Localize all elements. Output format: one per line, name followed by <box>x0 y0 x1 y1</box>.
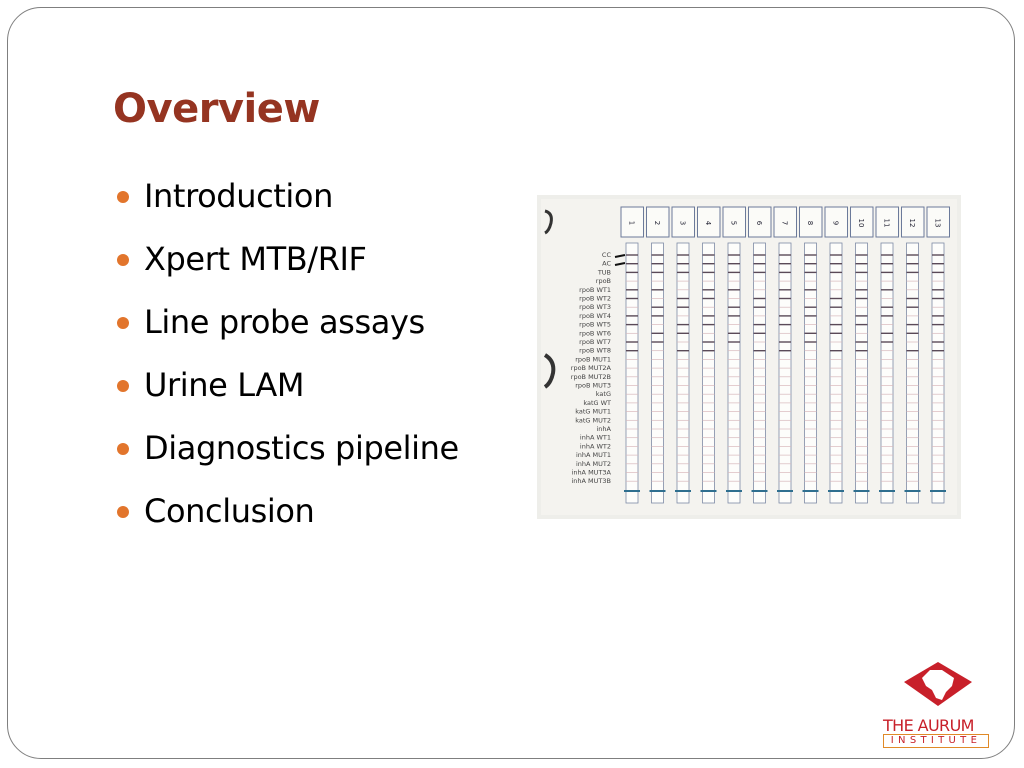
row-label: katG <box>596 390 611 398</box>
notch-mark-middle <box>543 353 556 389</box>
bullet-text: Line probe assays <box>144 303 425 341</box>
lane-header-box <box>824 206 848 238</box>
row-label: rpoB WT7 <box>579 338 611 346</box>
lane-header-box <box>697 206 721 238</box>
slide-title: Overview <box>113 86 320 132</box>
bullet-list: Introduction Xpert MTB/RIF Line probe as… <box>115 170 459 548</box>
row-label: katG WT <box>583 399 611 407</box>
lane-number: 2 <box>653 221 661 225</box>
row-label: rpoB <box>596 277 611 285</box>
lane-number: 5 <box>729 221 737 225</box>
row-label: TUB <box>597 268 611 276</box>
bullet-dot-icon <box>117 443 129 455</box>
lane-header-box <box>875 206 899 238</box>
arrow-markers <box>614 254 626 266</box>
lane-number: 6 <box>755 221 763 226</box>
bullet-text: Urine LAM <box>144 366 305 404</box>
row-label: inhA MUT3B <box>572 477 612 485</box>
bullet-dot-icon <box>117 317 129 329</box>
row-label: rpoB WT6 <box>579 329 611 337</box>
lane-number: 7 <box>780 221 788 225</box>
lane-number: 9 <box>831 221 839 225</box>
bullet-dot-icon <box>117 506 129 518</box>
row-label: rpoB WT2 <box>579 295 611 303</box>
africa-shape <box>922 670 954 700</box>
lane-number: 4 <box>704 221 712 226</box>
lane-number: 1 <box>627 221 635 225</box>
lane-number: 8 <box>806 221 814 225</box>
row-label: katG MUT1 <box>575 408 611 416</box>
row-label: rpoB MUT3 <box>575 382 611 390</box>
logo-subtitle: INSTITUTE <box>883 734 989 748</box>
row-label: rpoB MUT1 <box>575 355 611 363</box>
row-label: rpoB MUT2A <box>571 364 612 372</box>
bullet-item: Introduction <box>115 170 459 233</box>
row-label: inhA WT1 <box>580 434 611 442</box>
lane-header-box <box>646 206 670 238</box>
bullet-text: Xpert MTB/RIF <box>144 240 367 278</box>
row-label: inhA <box>597 425 612 433</box>
bullet-text: Diagnostics pipeline <box>144 429 459 467</box>
lane-header-box <box>671 206 695 238</box>
row-label: inhA MUT2 <box>576 460 611 468</box>
row-label: inhA WT2 <box>580 442 611 450</box>
lane-header-box <box>799 206 823 238</box>
bullet-text: Introduction <box>144 177 333 215</box>
bullet-item: Urine LAM <box>115 359 459 422</box>
bullet-item: Conclusion <box>115 485 459 548</box>
row-label: inhA MUT3A <box>572 469 612 477</box>
lane-number: 11 <box>882 219 890 228</box>
lane-header-box <box>722 206 746 238</box>
lane-header-box <box>748 206 772 238</box>
bullet-item: Diagnostics pipeline <box>115 422 459 485</box>
row-label: rpoB MUT2B <box>571 373 611 381</box>
lane-number: 3 <box>678 221 686 225</box>
bullet-item: Xpert MTB/RIF <box>115 233 459 296</box>
row-label: rpoB WT8 <box>579 347 611 355</box>
bullet-dot-icon <box>117 191 129 203</box>
row-label: rpoB WT5 <box>579 321 611 329</box>
lane-number: 13 <box>933 219 941 228</box>
notch-mark-top <box>544 209 553 235</box>
row-label: rpoB WT3 <box>579 303 611 311</box>
bullet-text: Conclusion <box>144 492 315 530</box>
row-label: rpoB WT1 <box>579 286 611 294</box>
row-label: inhA MUT1 <box>576 451 611 459</box>
lane-header-box <box>850 206 874 238</box>
lane-number: 12 <box>908 219 916 228</box>
lane-number: 10 <box>857 219 865 228</box>
row-label: rpoB WT4 <box>579 312 611 320</box>
lane-header-box <box>926 206 950 238</box>
lane-header-box <box>901 206 925 238</box>
row-label: AC <box>602 260 611 268</box>
bullet-dot-icon <box>117 254 129 266</box>
row-label: katG MUT2 <box>575 416 611 424</box>
lane-header-box <box>620 206 644 238</box>
africa-map-icon <box>904 662 972 706</box>
logo-name: THE AURUM <box>883 716 974 735</box>
bullet-item: Line probe assays <box>115 296 459 359</box>
row-label: CC <box>602 251 612 259</box>
bullet-dot-icon <box>117 380 129 392</box>
lane-header-box <box>773 206 797 238</box>
